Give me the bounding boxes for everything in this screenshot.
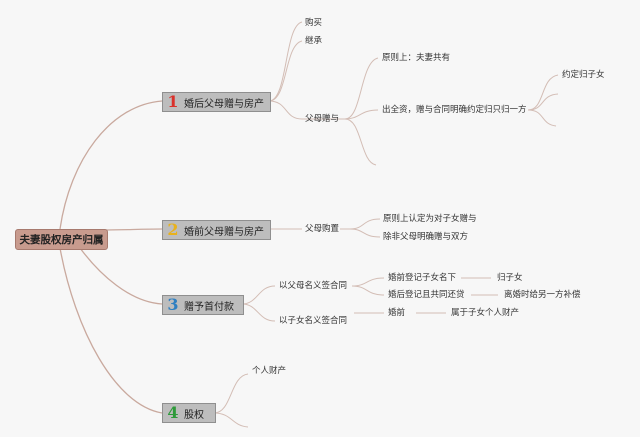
link-root-b1	[59, 100, 163, 230]
link-gift-d	[527, 74, 559, 111]
child-contract-result[interactable]: 属于子女个人财产	[451, 308, 520, 318]
parent-contract-result-a[interactable]: 归子女	[497, 273, 523, 283]
branch-2-item-b[interactable]: 除非父母明确赠与双方	[383, 232, 469, 242]
child-contract-item[interactable]: 婚前	[388, 308, 406, 318]
link-b1-gift	[268, 100, 303, 120]
gift-item-full-payment[interactable]: 出全资，赠与合同明确约定归只归一方	[382, 105, 527, 115]
branch-2-child-purchase[interactable]: 父母购置	[305, 224, 340, 234]
branch-1-child-purchase[interactable]: 购买	[305, 18, 323, 28]
link-b3-parent	[241, 285, 276, 305]
link-b3-child	[241, 303, 276, 322]
branch-2[interactable]: 2 婚前父母赠与房产	[162, 220, 271, 240]
root-topic[interactable]: 夫妻股权房产归属	[15, 229, 108, 250]
branch-1-child-gift[interactable]: 父母赠与	[305, 114, 340, 124]
parent-contract-result-b[interactable]: 离婚时给另一方补偿	[504, 290, 581, 300]
link-gift-e	[527, 93, 559, 111]
parent-contract-item-b[interactable]: 婚后登记且共同还贷	[388, 290, 465, 300]
link-b3-p-b	[351, 285, 385, 296]
branch-1[interactable]: 1 婚后父母赠与房产	[162, 92, 271, 112]
link-b2-a	[349, 218, 381, 230]
branch-3[interactable]: 3 赠予首付款	[162, 295, 244, 315]
child-contract[interactable]: 以子女名义签合同	[279, 316, 348, 326]
link-gift-b	[344, 109, 379, 120]
link-root-b3	[79, 247, 163, 305]
link-b2-b	[349, 228, 381, 238]
branch-1-child-inherit[interactable]: 继承	[305, 36, 323, 46]
link-gift-a	[344, 57, 379, 120]
gift-sub-to-child[interactable]: 约定归子女	[562, 70, 605, 80]
link-gift-f	[527, 109, 557, 127]
link-b4-b	[213, 412, 249, 428]
branch-label: 婚后父母赠与房产	[184, 98, 264, 110]
branch-number: 2	[167, 220, 179, 239]
link-root-b4	[59, 247, 163, 414]
link-b3-p-a	[351, 277, 385, 287]
link-b1-purchase	[268, 21, 303, 102]
branch-label: 赠予首付款	[184, 301, 234, 313]
branch-number: 3	[167, 295, 179, 314]
branch-label: 婚前父母赠与房产	[184, 226, 264, 238]
link-b1-inherit	[268, 40, 303, 102]
gift-item-principle[interactable]: 原则上：夫妻共有	[382, 53, 451, 63]
branch-number: 1	[167, 92, 179, 111]
branch-4[interactable]: 4 股权	[162, 403, 216, 423]
branch-number: 4	[167, 403, 179, 422]
branch-label: 股权	[184, 409, 204, 421]
root-label: 夫妻股权房产归属	[19, 234, 104, 246]
link-b4-a	[213, 373, 249, 414]
parent-contract[interactable]: 以父母名义签合同	[279, 281, 348, 291]
link-gift-c	[344, 118, 377, 166]
link-root-b2	[99, 228, 163, 231]
branch-4-child[interactable]: 个人财产	[252, 366, 287, 376]
parent-contract-item-a[interactable]: 婚前登记子女名下	[388, 273, 457, 283]
branch-2-item-a[interactable]: 原则上认定为对子女赠与	[383, 214, 477, 224]
